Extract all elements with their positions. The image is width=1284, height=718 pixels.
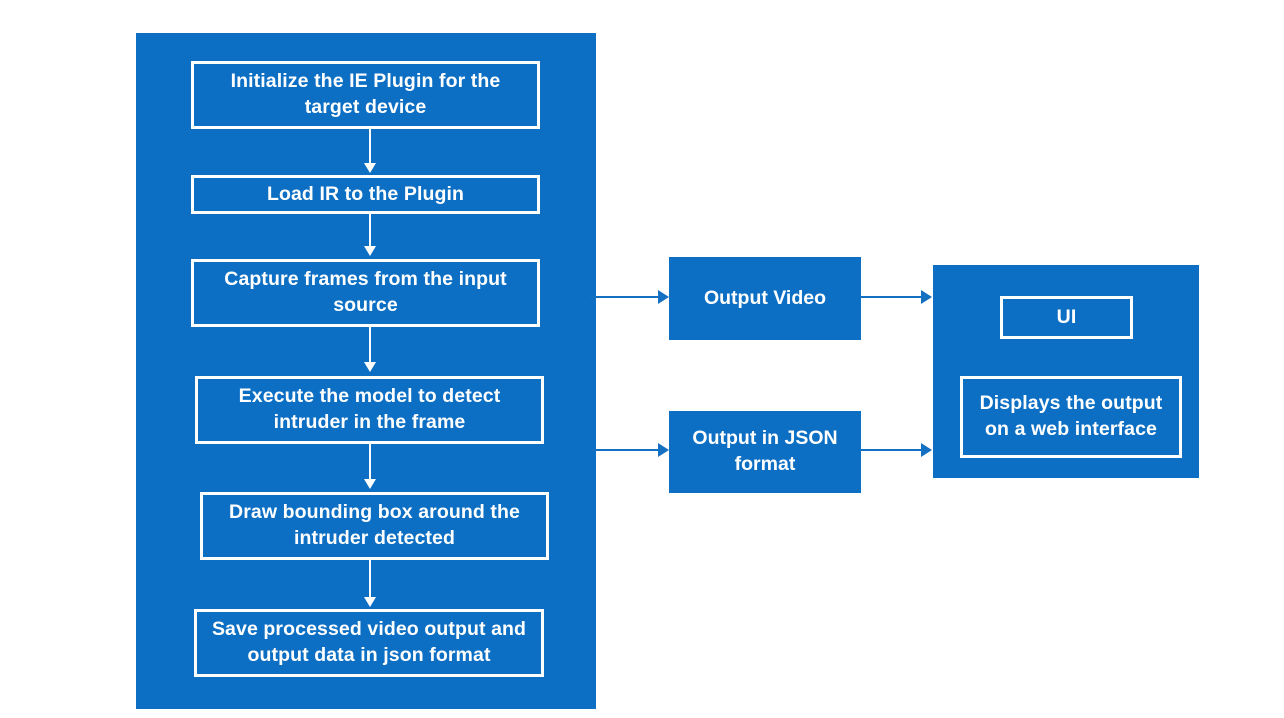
pipeline-step-3-label: Capture frames from the input source [224,268,507,316]
connector-step1-step2-line [369,129,371,165]
output-video-box: Output Video [669,257,861,340]
pipeline-step-2-label: Load IR to the Plugin [266,182,465,205]
connector-pipeline-output-json-line [590,449,660,451]
connector-output-json-ui-line [861,449,923,451]
connector-output-json-ui-arrow [921,443,932,457]
connector-step2-step3-arrow [364,246,376,256]
ui-header-label: UI [1056,305,1077,328]
connector-step4-step5-line [369,444,371,481]
connector-step3-step4-line [369,327,371,364]
output-video-label: Output Video [703,286,827,309]
connector-step1-step2-arrow [364,163,376,173]
connector-pipeline-output-video-line [590,296,660,298]
pipeline-step-1: Initialize the IE Plugin for the target … [191,61,540,129]
pipeline-step-6: Save processed video output and output d… [194,609,544,677]
connector-pipeline-output-video-arrow [658,290,669,304]
output-json-label: Output in JSON format [692,427,838,475]
pipeline-step-2: Load IR to the Plugin [191,175,540,214]
output-json-box: Output in JSON format [669,411,861,493]
connector-step2-step3-line [369,214,371,247]
connector-step3-step4-arrow [364,362,376,372]
connector-pipeline-output-json-arrow [658,443,669,457]
pipeline-step-4: Execute the model to detect intruder in … [195,376,544,444]
pipeline-step-4-label: Execute the model to detect intruder in … [238,385,501,433]
connector-step5-step6-arrow [364,597,376,607]
pipeline-step-6-label: Save processed video output and output d… [211,618,527,666]
ui-description-box: Displays the output on a web interface [960,376,1182,458]
pipeline-step-3: Capture frames from the input source [191,259,540,327]
ui-header-box: UI [1000,296,1133,339]
connector-output-video-ui-line [861,296,923,298]
connector-step5-step6-line [369,560,371,599]
pipeline-step-1-label: Initialize the IE Plugin for the target … [230,70,501,118]
ui-panel [933,265,1199,478]
pipeline-step-5-label: Draw bounding box around the intruder de… [229,501,520,549]
connector-output-video-ui-arrow [921,290,932,304]
pipeline-step-5: Draw bounding box around the intruder de… [200,492,549,560]
ui-description-label: Displays the output on a web interface [979,392,1163,440]
connector-step4-step5-arrow [364,479,376,489]
